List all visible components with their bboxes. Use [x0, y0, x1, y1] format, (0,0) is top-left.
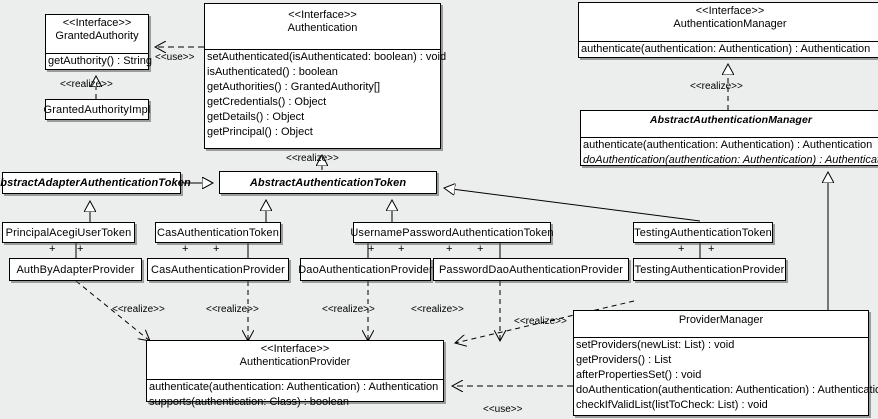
operations-compartment: setAuthenticated(isAuthenticated: boolea…: [205, 49, 447, 140]
class-username-password-authentication-token[interactable]: UsernamePasswordAuthenticationToken: [350, 222, 554, 243]
operations-compartment: authenticate(authentication: Authenticat…: [579, 41, 878, 57]
operations-compartment: setProviders(newList: List) : void getPr…: [574, 337, 878, 413]
class-granted-authority[interactable]: <<Interface>> GrantedAuthority getAuthor…: [45, 14, 152, 70]
class-name: Authentication: [287, 22, 358, 34]
operation-item: setProviders(newList: List) : void: [576, 339, 735, 351]
operation-item: getCredentials() : Object: [207, 96, 327, 108]
association-plus-marker: +: [477, 243, 484, 255]
label-realize-cas-provider: <<realize>>: [206, 304, 259, 315]
class-authentication-provider[interactable]: <<Interface>> AuthenticationProvider aut…: [146, 340, 444, 408]
class-header: <<Interface>> GrantedAuthority: [46, 15, 148, 53]
class-cas-authentication-token[interactable]: CasAuthenticationToken: [155, 222, 281, 243]
association-plus-marker: +: [49, 243, 56, 255]
class-name: PrincipalAcegiUserToken: [5, 226, 132, 239]
class-name: CasAuthenticationToken: [157, 226, 279, 239]
label-realize-password-dao-provider: <<realize>>: [411, 304, 464, 315]
operation-item: getProviders() : List: [576, 354, 672, 366]
label-realize-abstract-authentication-manager: <<realize>>: [690, 81, 743, 92]
class-name: CasAuthenticationProvider: [151, 263, 285, 276]
label-realize-auth-by-adapter: <<realize>>: [112, 304, 165, 315]
operation-item: setAuthenticated(isAuthenticated: boolea…: [207, 51, 447, 63]
label-realize-abstract-authentication-token: <<realize>>: [286, 153, 339, 164]
class-testing-authentication-provider[interactable]: TestingAuthenticationProvider: [633, 258, 786, 281]
operations-compartment: authenticate(authentication: Authenticat…: [581, 137, 878, 168]
class-name: AbstractAuthenticationToken: [249, 176, 407, 189]
operation-item: afterPropertiesSet() : void: [576, 369, 702, 381]
class-granted-authority-impl[interactable]: GrantedAuthorityImpl: [43, 99, 151, 120]
label-use-provider-manager: <<use>>: [483, 404, 523, 415]
class-testing-authentication-token[interactable]: TestingAuthenticationToken: [633, 222, 773, 243]
operation-item: supports(authentication: Class) : boolea…: [149, 396, 349, 408]
association-plus-marker: +: [446, 243, 453, 255]
class-authentication[interactable]: <<Interface>> Authentication setAuthenti…: [204, 3, 447, 149]
association-plus-marker: +: [77, 243, 84, 255]
class-name: GrantedAuthorityImpl: [43, 103, 151, 116]
class-abstract-authentication-manager[interactable]: AbstractAuthenticationManager authentica…: [580, 110, 878, 166]
stereotype-label: <<Interface>>: [288, 9, 357, 21]
label-realize-granted-authority-impl: <<realize>>: [60, 79, 113, 90]
stereotype-label: <<Interface>>: [260, 343, 330, 355]
association-plus-marker: +: [678, 243, 685, 255]
class-header: ProviderManager: [574, 311, 868, 337]
operation-item: getDetails() : Object: [207, 111, 305, 123]
class-authentication-manager[interactable]: <<Interface>> AuthenticationManager auth…: [578, 2, 878, 58]
label-realize-testing-provider: <<realize>>: [514, 316, 567, 327]
operation-item: isAuthenticated() : boolean: [207, 66, 338, 78]
label-use-granted-authority: <<use>>: [155, 52, 195, 63]
class-dao-authentication-provider[interactable]: DaoAuthenticationProvider: [298, 258, 433, 281]
class-name: TestingAuthenticationProvider: [634, 263, 785, 276]
stereotype-label: <<Interface>>: [695, 5, 765, 17]
operation-item: doAuthentication(authentication: Authent…: [576, 384, 878, 396]
association-plus-marker: +: [708, 243, 715, 255]
class-name: AbstractAuthenticationManager: [649, 114, 813, 126]
association-plus-marker: +: [398, 243, 405, 255]
operation-item: checkIfValidList(listToCheck: List) : vo…: [576, 399, 768, 411]
class-abstract-authentication-token[interactable]: AbstractAuthenticationToken: [219, 171, 437, 194]
class-abstract-adapter-authentication-token[interactable]: AbstractAdapterAuthenticationToken: [0, 172, 191, 194]
class-header: AbstractAuthenticationManager: [581, 111, 878, 137]
class-name: AbstractAdapterAuthenticationToken: [0, 177, 191, 189]
class-password-dao-authentication-provider[interactable]: PasswordDaoAuthenticationProvider: [433, 258, 629, 281]
class-provider-manager[interactable]: ProviderManager setProviders(newList: Li…: [573, 310, 878, 416]
class-header: <<Interface>> AuthenticationManager: [579, 3, 878, 41]
class-name: PasswordDaoAuthenticationProvider: [438, 263, 624, 276]
operation-item: getPrincipal() : Object: [207, 126, 313, 138]
operation-item: getAuthority() : String: [48, 55, 152, 67]
operations-compartment: getAuthority() : String: [46, 53, 152, 69]
operation-item: doAuthentication(authentication: Authent…: [583, 154, 878, 166]
class-header: <<Interface>> AuthenticationProvider: [147, 341, 443, 379]
class-name: ProviderManager: [678, 314, 764, 326]
class-name: AuthByAdapterProvider: [16, 263, 135, 276]
association-plus-marker: +: [368, 243, 375, 255]
class-auth-by-adapter-provider[interactable]: AuthByAdapterProvider: [9, 258, 142, 281]
stereotype-label: <<Interface>>: [62, 17, 132, 29]
association-plus-marker: +: [213, 243, 220, 255]
label-realize-dao-provider: <<realize>>: [322, 304, 375, 315]
class-name: GrantedAuthority: [55, 30, 139, 42]
operation-item: authenticate(authentication: Authenticat…: [149, 381, 439, 393]
class-name: AuthenticationManager: [673, 18, 787, 30]
operation-item: authenticate(authentication: Authenticat…: [581, 43, 871, 55]
operation-item: getAuthorities() : GrantedAuthority[]: [207, 81, 381, 93]
association-plus-marker: +: [182, 243, 189, 255]
class-name: TestingAuthenticationToken: [634, 226, 772, 239]
class-header: <<Interface>> Authentication: [205, 4, 440, 49]
operations-compartment: authenticate(authentication: Authenticat…: [147, 379, 443, 410]
class-name: DaoAuthenticationProvider: [298, 263, 433, 276]
class-name: UsernamePasswordAuthenticationToken: [350, 226, 554, 239]
class-cas-authentication-provider[interactable]: CasAuthenticationProvider: [147, 258, 289, 281]
class-name: AuthenticationProvider: [239, 356, 351, 368]
operation-item: authenticate(authentication: Authenticat…: [583, 139, 873, 151]
class-principal-acegi-user-token[interactable]: PrincipalAcegiUserToken: [2, 222, 135, 243]
